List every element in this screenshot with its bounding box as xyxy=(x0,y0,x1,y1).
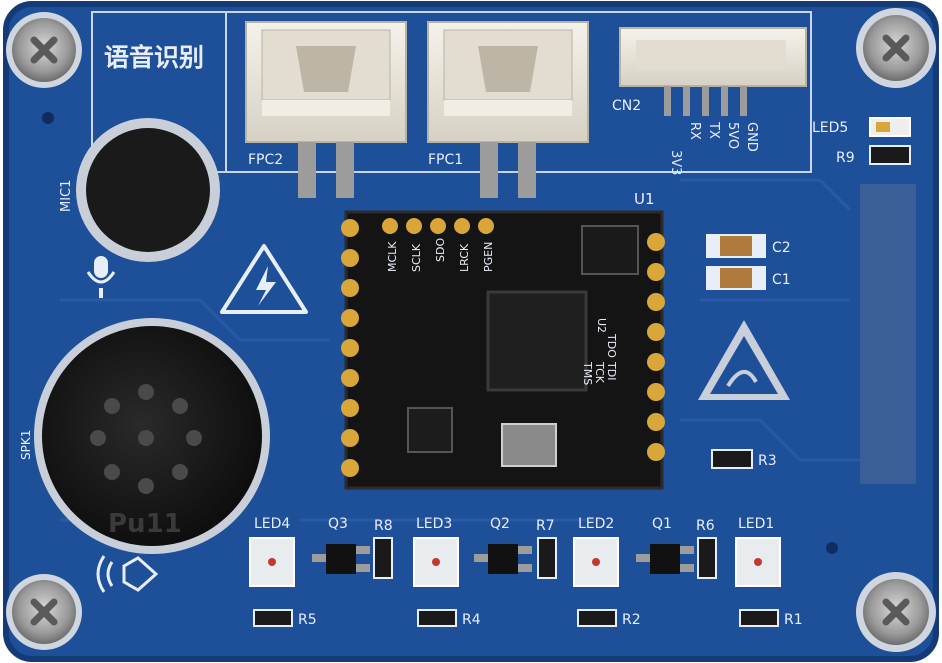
fpc1-connector xyxy=(427,21,589,198)
r4-label: R4 xyxy=(462,612,481,628)
led1-part xyxy=(735,537,781,587)
module-top-pads xyxy=(382,218,494,234)
r5-part xyxy=(253,609,293,627)
transistor-q3 xyxy=(312,544,370,574)
q1-label: Q1 xyxy=(652,516,672,532)
cn2-pin-3v3: 3V3 xyxy=(668,150,683,175)
r3-label: R3 xyxy=(758,453,777,469)
jtag-tms: TMS xyxy=(581,361,594,385)
r9-part xyxy=(869,145,911,165)
pad-lrck: LRCK xyxy=(458,243,471,272)
screw-bottom-left xyxy=(6,574,82,650)
r2-part xyxy=(577,609,617,627)
jtag-tck: TCK xyxy=(593,361,606,384)
led4-label: LED4 xyxy=(254,516,290,532)
transistor-q1 xyxy=(636,544,694,574)
led3-part xyxy=(413,537,459,587)
r6-part xyxy=(697,537,717,579)
led5-label: LED5 xyxy=(812,120,848,136)
led2-part xyxy=(573,537,619,587)
screw-bottom-right xyxy=(856,572,936,652)
jtag-tdi: TDI xyxy=(605,361,618,380)
r6-label: R6 xyxy=(696,518,715,534)
cn2-pin-rx: RX xyxy=(687,122,702,140)
jtag-tdo: TDO xyxy=(605,333,618,358)
speaker-icon xyxy=(96,555,159,593)
chip-u2-label: U2 xyxy=(595,318,608,333)
pad-sdo: SDO xyxy=(434,238,447,262)
screw-top-right xyxy=(856,8,936,88)
r3-part xyxy=(711,449,753,469)
mic-label: MIC1 xyxy=(59,180,74,212)
r5-label: R5 xyxy=(298,612,317,628)
speaker-text: Pu11 xyxy=(108,509,182,539)
fpc1-label: FPC1 xyxy=(428,152,463,168)
high-voltage-warning-icon xyxy=(220,244,308,314)
fpc2-connector xyxy=(245,21,407,198)
voice-module xyxy=(344,210,664,490)
r2-label: R2 xyxy=(622,612,641,628)
r1-label: R1 xyxy=(784,612,803,628)
u1-label: U1 xyxy=(634,190,655,208)
q2-label: Q2 xyxy=(490,516,510,532)
spk-label: SPK1 xyxy=(19,430,33,460)
screw-top-left xyxy=(6,12,82,88)
q3-label: Q3 xyxy=(328,516,348,532)
esd-warning-icon xyxy=(698,320,790,400)
transistor-q2 xyxy=(474,544,532,574)
pad-sclk: SCLK xyxy=(410,243,423,272)
led4-part xyxy=(249,537,295,587)
c2-label: C2 xyxy=(772,240,791,256)
c1-label: C1 xyxy=(772,272,791,288)
r4-part xyxy=(417,609,457,627)
microphone xyxy=(76,118,220,262)
r8-label: R8 xyxy=(374,518,393,534)
r7-part xyxy=(537,537,557,579)
r7-label: R7 xyxy=(536,518,555,534)
microphone-icon xyxy=(86,256,116,298)
pcb-border-shade xyxy=(3,1,939,662)
fpc2-label: FPC2 xyxy=(248,152,283,168)
capacitor-c2 xyxy=(706,234,766,258)
right-header-pads xyxy=(860,184,916,484)
fiducial-right xyxy=(826,542,838,554)
pad-mclk: MCLK xyxy=(386,241,399,272)
fiducial xyxy=(42,112,54,124)
board-title: 语音识别 xyxy=(104,43,204,72)
cn2-connector xyxy=(619,27,807,116)
capacitor-c1 xyxy=(706,266,766,290)
cn2-pin-5vo: 5VO xyxy=(725,122,740,149)
cn2-pin-gnd: GND xyxy=(744,122,759,152)
led1-label: LED1 xyxy=(738,516,774,532)
cn2-pin-tx: TX xyxy=(706,121,721,139)
speaker xyxy=(34,318,270,554)
r1-part xyxy=(739,609,779,627)
module-left-pads xyxy=(341,219,359,477)
led3-label: LED3 xyxy=(416,516,452,532)
r9-label: R9 xyxy=(836,150,855,166)
r8-part xyxy=(373,537,393,579)
module-right-pads xyxy=(647,233,665,461)
led2-label: LED2 xyxy=(578,516,614,532)
pad-pgen: PGEN xyxy=(482,242,495,272)
cn2-label: CN2 xyxy=(612,98,641,114)
